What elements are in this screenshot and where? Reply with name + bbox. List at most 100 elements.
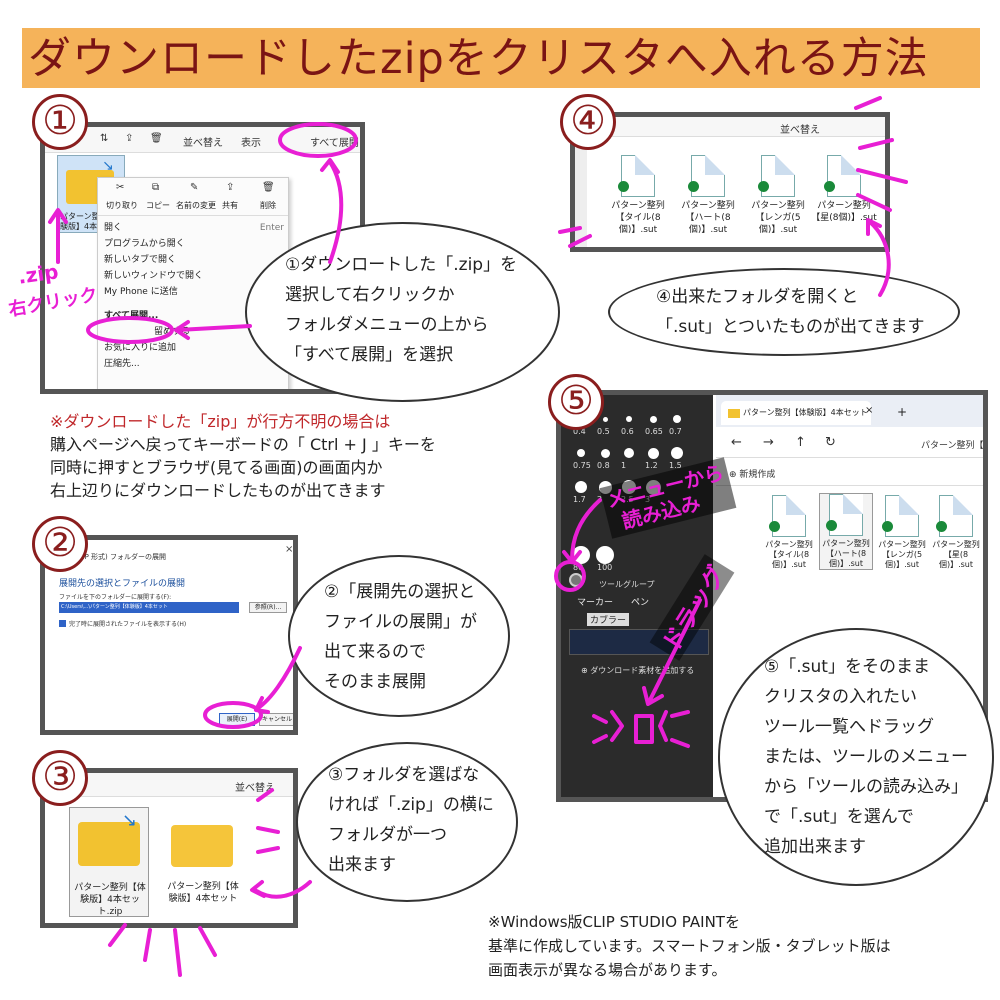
sync-check-icon xyxy=(936,521,947,532)
brush-size-dot[interactable] xyxy=(673,415,681,423)
tool-kabura[interactable]: カブラー xyxy=(587,613,630,626)
brush-size-dot[interactable] xyxy=(624,448,634,458)
step-5-number: ⑤ xyxy=(548,374,604,430)
sut-file-heart[interactable]: パターン整列【ハート(8個)】.sut xyxy=(819,493,873,570)
tool-marker[interactable]: マーカー xyxy=(577,598,614,608)
menu-item-new-window[interactable]: 新しいウィンドウで開く xyxy=(104,271,204,281)
brush-size-label: 1.2 xyxy=(645,461,658,470)
brush-size-label: 1.5 xyxy=(669,461,682,470)
cancel-button[interactable]: キャンセル xyxy=(259,713,293,726)
toolbar-view-button[interactable]: 表示 xyxy=(241,138,261,149)
extract-arrow-icon: ↘ xyxy=(122,810,138,831)
speech-bubble-3: ③フォルダを選ばな ければ「.zip」の横に フォルダが一つ 出来ます xyxy=(296,742,518,902)
back-icon[interactable]: ← xyxy=(731,435,742,450)
brush-size-dot[interactable] xyxy=(647,447,659,459)
sut-file-brick[interactable]: パターン整列【レンガ(5個)】.sut xyxy=(875,495,929,570)
brush-size-dot[interactable] xyxy=(577,449,585,457)
brush-size-dot[interactable] xyxy=(600,448,610,458)
extract-ok-button[interactable]: 展開(E) xyxy=(219,713,255,726)
zip-file-label: パターン整列【体験版】4本セット.zip xyxy=(74,883,146,917)
sut-file-icon xyxy=(936,495,973,537)
sort-icon: ⇅ xyxy=(100,133,109,144)
sut-file-icon xyxy=(758,155,795,197)
brush-size-label: 0.8 xyxy=(597,461,610,470)
cut-icon: ✂ xyxy=(116,182,125,193)
toolbar-extract-all-button[interactable]: すべて展開 xyxy=(310,138,359,149)
download-material-button[interactable]: ⊕ ダウンロード素材を追加する xyxy=(581,666,695,675)
sync-check-icon xyxy=(882,521,893,532)
ctx-cut-button[interactable]: 切り取り xyxy=(106,201,138,210)
sut-file-star[interactable]: パターン整列【星(8個)】.sut xyxy=(929,495,983,570)
sync-check-icon xyxy=(758,181,769,192)
menu-item-compress[interactable]: 圧縮先... xyxy=(104,359,140,369)
tool-pen[interactable]: ペン xyxy=(631,598,650,608)
refresh-icon[interactable]: ↻ xyxy=(825,435,836,450)
extracted-folder-item[interactable]: パターン整列【体験版】4本セット xyxy=(163,807,243,917)
step-2-number: ② xyxy=(32,516,88,572)
ctx-delete-button[interactable]: 削除 xyxy=(260,201,276,210)
brush-size-label: 100 xyxy=(597,563,613,572)
step-3-number: ③ xyxy=(32,750,88,806)
step-1-number: ① xyxy=(32,94,88,150)
breadcrumb[interactable]: パターン整列【体験版 xyxy=(921,441,984,451)
brush-size-label: 0.75 xyxy=(573,461,591,470)
show-files-checkbox[interactable] xyxy=(59,620,66,627)
browse-button[interactable]: 参照(R)... xyxy=(249,602,287,613)
toolbar-sort-button[interactable]: 並べ替え xyxy=(780,125,820,136)
ctx-copy-button[interactable]: コピー xyxy=(146,201,170,210)
share-icon: ⇪ xyxy=(226,182,235,193)
menu-item-favorite[interactable]: お気に入りに追加 xyxy=(104,343,177,353)
up-icon[interactable]: ↑ xyxy=(795,435,806,450)
file-label: パターン整列【体験版】4本セット xyxy=(60,212,124,231)
brush-size-label: 0.6 xyxy=(621,427,634,436)
menu-item-open-with[interactable]: プログラムから開く xyxy=(104,239,185,249)
sut-file-icon xyxy=(882,495,919,537)
sync-check-icon xyxy=(769,521,780,532)
sut-file-brick[interactable]: パターン整列【レンガ(5個)】.sut xyxy=(743,155,813,236)
ctx-share-button[interactable]: 共有 xyxy=(222,201,238,210)
brush-size-dot[interactable] xyxy=(596,546,614,564)
tool-group-label: ツールグループ xyxy=(599,580,655,589)
toolbar-sort-button[interactable]: 並べ替え xyxy=(235,783,275,794)
forward-icon[interactable]: → xyxy=(763,435,774,450)
close-icon[interactable]: × xyxy=(285,544,294,555)
toolbar-sort-button[interactable]: 並べ替え xyxy=(183,138,223,149)
new-tab-icon[interactable]: + xyxy=(897,405,908,419)
folder-icon xyxy=(171,825,233,867)
show-files-label: 完了時に展開されたファイルを表示する(H) xyxy=(69,621,187,628)
zip-file-item[interactable]: ↘ パターン整列【体験版】4本セット.zip xyxy=(69,807,149,917)
brush-size-dot[interactable] xyxy=(649,415,657,423)
brush-size-dot[interactable] xyxy=(626,416,632,422)
ctx-rename-button[interactable]: 名前の変更 xyxy=(176,201,216,210)
copy-icon: ⧉ xyxy=(152,182,160,193)
extract-arrow-icon: ↘ xyxy=(102,158,114,174)
sut-file-heart[interactable]: パターン整列【ハート(8個)】.sut xyxy=(673,155,743,236)
brush-size-label: 0.4 xyxy=(573,427,586,436)
brush-size-dot[interactable] xyxy=(671,447,683,459)
dest-path-input[interactable]: C:\Users\...\パターン整列【体験版】4本セット xyxy=(59,602,239,613)
page-title: ダウンロードしたzipをクリスタへ入れる方法 xyxy=(28,34,929,84)
tool-menu-icon[interactable] xyxy=(569,573,583,587)
explorer-tab[interactable]: パターン整列【体験版】4本セット xyxy=(721,401,871,425)
new-button[interactable]: ⊕ 新規作成 xyxy=(729,470,776,480)
sut-file-icon xyxy=(826,494,863,536)
sut-file-tile[interactable]: パターン整列【タイル(8個)】.sut xyxy=(761,495,817,570)
speech-bubble-4: ④出来たフォルダを開くと 「.sut」とついたものが出てきます xyxy=(608,268,960,356)
sut-file-icon xyxy=(824,155,861,197)
note-missing-zip: ※ダウンロードした「zip」が行方不明の場合は 購入ページへ戻ってキーボードの「… xyxy=(50,412,436,500)
menu-item-new-tab[interactable]: 新しいタブで開く xyxy=(104,255,177,265)
footnote: ※Windows版CLIP STUDIO PAINTを 基準に作成しています。ス… xyxy=(488,913,891,979)
extracted-folder-label: パターン整列【体験版】4本セット xyxy=(167,882,239,904)
speech-bubble-1: ①ダウンロートした「.zip」を 選択して右クリックか フォルダメニューの上から… xyxy=(245,222,560,402)
menu-item-send-phone[interactable]: My Phone に送信 xyxy=(104,287,178,297)
sut-file-star[interactable]: パターン整列【星(8個)】.sut xyxy=(809,155,879,224)
sync-check-icon xyxy=(688,181,699,192)
brush-size-dot[interactable] xyxy=(575,481,587,493)
brush-size-dot[interactable] xyxy=(602,416,608,422)
tab-close-icon[interactable]: × xyxy=(865,405,874,416)
step-4-number: ④ xyxy=(560,94,616,150)
trash-icon: 🗑 xyxy=(150,133,163,144)
sut-file-tile[interactable]: パターン整列【タイル(8個)】.sut xyxy=(603,155,673,236)
brush-size-dot[interactable] xyxy=(572,546,590,564)
